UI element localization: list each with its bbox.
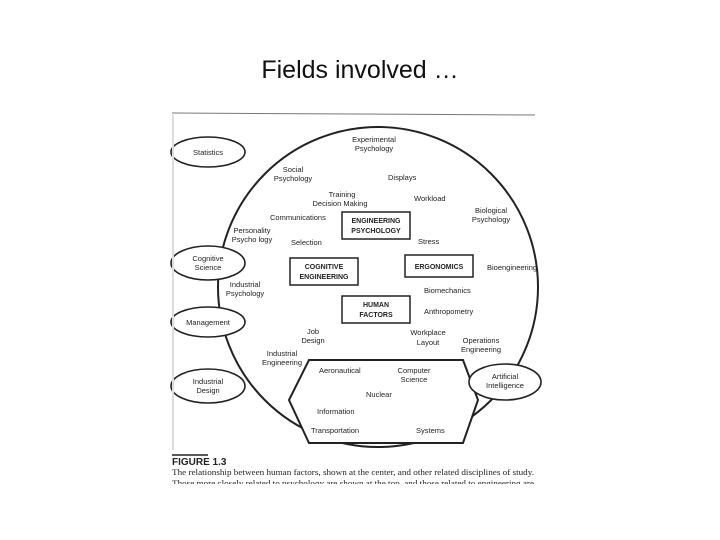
human-factors-label-2: FACTORS — [359, 312, 393, 319]
engineering-psychology-box — [341, 211, 411, 240]
cognitive-engineering-box — [289, 257, 359, 286]
industrial-design-ellipse — [170, 368, 246, 404]
industrial-engineering-label-1: Industrial — [267, 349, 298, 358]
operations-engineering-label-2: Engineering — [461, 345, 501, 354]
workplace-layout-label-1: Workplace — [410, 328, 445, 337]
information-label: Information — [317, 407, 355, 416]
cognitive-engineering-label-2: ENGINEERING — [299, 274, 349, 281]
job-design-label-1: Job — [307, 327, 319, 336]
cognitive-science-label-2: Science — [195, 263, 222, 272]
figure-top-rule — [171, 112, 536, 116]
artificial-intelligence-label-2: Intelligence — [486, 381, 524, 390]
management-label: Management — [186, 318, 231, 327]
industrial-psychology-label-2: Psychology — [226, 289, 265, 298]
industrial-engineering-label-2: Engineering — [262, 358, 302, 367]
main-circle — [217, 126, 539, 448]
scan-cutoff — [170, 484, 540, 494]
statistics-label: Statistics — [193, 148, 223, 157]
workplace-layout-label-2: Layout — [417, 338, 440, 347]
human-factors-label-1: HUMAN — [363, 302, 389, 309]
selection-label: Selection — [291, 238, 322, 247]
human-factors-box — [341, 295, 411, 324]
workload-label: Workload — [414, 194, 446, 203]
social-psychology-label-2: Psychology — [274, 174, 313, 183]
experimental-psychology-label-1: Experimental — [352, 135, 396, 144]
slide-title: Fields involved … — [261, 56, 459, 84]
industrial-design-label-2: Design — [196, 386, 219, 395]
cognitive-science-ellipse — [170, 245, 246, 281]
statistics-ellipse — [170, 136, 246, 168]
experimental-psychology-label-2: Psychology — [355, 144, 394, 153]
operations-engineering-label-1: Operations — [463, 336, 500, 345]
management-ellipse — [170, 306, 246, 338]
cognitive-engineering-label-1: COGNITIVE — [305, 264, 344, 271]
engineering-psychology-label-2: PSYCHOLOGY — [351, 228, 401, 235]
applied-fields-hexagon — [287, 359, 480, 444]
decision-making-label: Decision Making — [312, 199, 367, 208]
ergonomics-label: ERGONOMICS — [415, 264, 464, 271]
communications-label: Communications — [270, 213, 326, 222]
training-label: Training — [329, 190, 356, 199]
biological-psychology-label-1: Biological — [475, 206, 507, 215]
industrial-design-label-1: Industrial — [193, 377, 224, 386]
caption-line-1: The relationship between human factors, … — [172, 467, 534, 477]
displays-label: Displays — [388, 173, 417, 182]
personality-psychology-label-2: Psycho logy — [232, 235, 273, 244]
caption-line-2: Those more closely related to psychology… — [172, 478, 534, 488]
computer-science-label-1: Computer — [398, 366, 431, 375]
bioengineering-label: Bioengineering — [487, 263, 537, 272]
computer-science-label-2: Science — [401, 375, 428, 384]
figure-number: FIGURE 1.3 — [172, 457, 227, 468]
transportation-label: Transportation — [311, 426, 359, 435]
biomechanics-label: Biomechanics — [424, 286, 471, 295]
industrial-psychology-label-1: Industrial — [230, 280, 261, 289]
artificial-intelligence-label-1: Artificial — [492, 372, 519, 381]
cognitive-science-label-1: Cognitive — [192, 254, 223, 263]
aeronautical-label: Aeronautical — [319, 366, 361, 375]
stress-label: Stress — [418, 237, 440, 246]
social-psychology-label-1: Social — [283, 165, 304, 174]
anthropometry-label: Anthropometry — [424, 307, 473, 316]
job-design-label-2: Design — [301, 336, 324, 345]
ergonomics-box — [404, 254, 474, 278]
artificial-intelligence-ellipse — [468, 363, 542, 401]
engineering-psychology-label-1: ENGINEERING — [351, 218, 401, 225]
systems-label: Systems — [416, 426, 445, 435]
nuclear-label: Nuclear — [366, 390, 392, 399]
personality-psychology-label-1: Personality — [233, 226, 270, 235]
biological-psychology-label-2: Psychology — [472, 215, 511, 224]
